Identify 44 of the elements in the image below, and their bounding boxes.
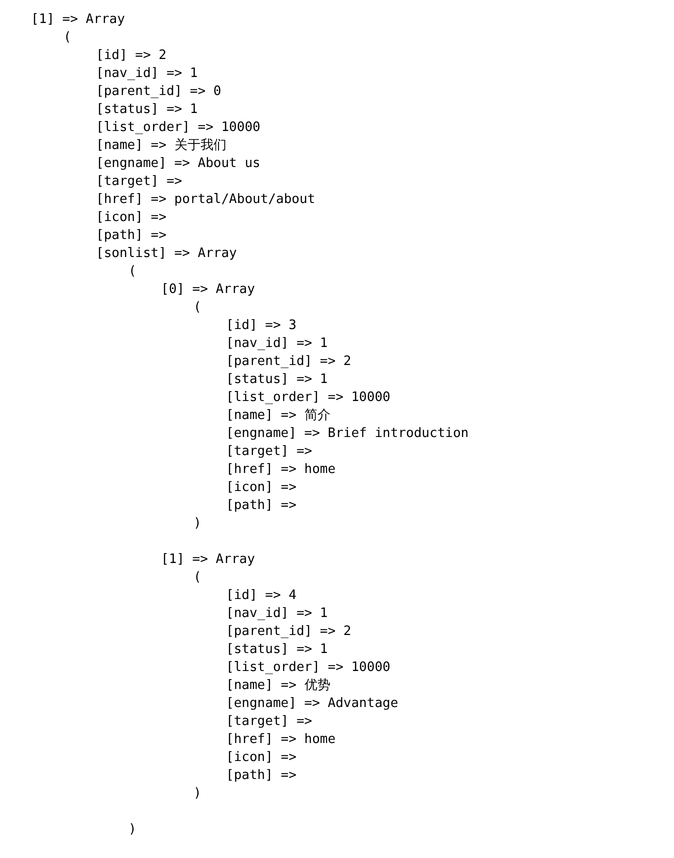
code-line: [id] => 4 [226, 588, 296, 604]
code-line: [list_order] => 10000 [226, 660, 390, 676]
code-line: [icon] => [96, 210, 166, 226]
code-line: [path] => [226, 768, 296, 784]
code-line: [name] => 优势 [226, 678, 330, 694]
code-line: [nav_id] => 1 [226, 606, 328, 622]
code-line: [engname] => About us [96, 156, 260, 172]
code-line: [parent_id] => 2 [226, 624, 352, 640]
code-line: [nav_id] => 1 [226, 336, 328, 352]
code-line: [target] => [96, 174, 182, 190]
code-line: [sonlist] => Array [96, 246, 237, 262]
code-line: [list_order] => 10000 [226, 390, 390, 406]
code-line: ) [128, 822, 136, 838]
code-line: [path] => [96, 228, 166, 244]
code-line: [href] => home [226, 732, 336, 748]
code-line: [target] => [226, 444, 312, 460]
code-line: [list_order] => 10000 [96, 120, 260, 136]
code-line: [status] => 1 [96, 102, 198, 118]
code-line: [parent_id] => 2 [226, 354, 352, 370]
code-line: [href] => portal/About/about [96, 192, 316, 208]
code-line: [engname] => Brief introduction [226, 426, 469, 442]
code-line: [name] => 简介 [226, 408, 330, 424]
code-line: [0] => Array [161, 282, 255, 298]
code-line: ( [128, 264, 136, 280]
code-line: [1] => Array [161, 552, 255, 568]
code-line: ) [194, 786, 202, 802]
code-line: [icon] => [226, 750, 296, 766]
code-line: [status] => 1 [226, 642, 328, 658]
code-line: [1] => Array [31, 12, 125, 28]
code-line: [id] => 2 [96, 48, 166, 64]
code-line: [path] => [226, 498, 296, 514]
code-line: ( [64, 30, 72, 46]
code-line: [icon] => [226, 480, 296, 496]
code-line: [href] => home [226, 462, 336, 478]
code-line: [engname] => Advantage [226, 696, 398, 712]
code-line: ) [194, 516, 202, 532]
code-line: [status] => 1 [226, 372, 328, 388]
code-line: [parent_id] => 0 [96, 84, 222, 100]
code-line: [target] => [226, 714, 312, 730]
code-line: [name] => 关于我们 [96, 138, 226, 154]
code-line: ( [194, 570, 202, 586]
code-line: [id] => 3 [226, 318, 296, 334]
code-line: ( [194, 300, 202, 316]
code-line: [nav_id] => 1 [96, 66, 198, 82]
